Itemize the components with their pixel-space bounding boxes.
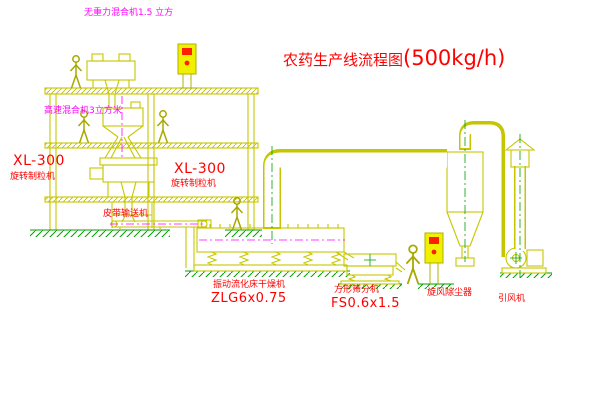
stack-rain-cap	[504, 138, 536, 168]
label-fan: 引风机	[498, 294, 526, 304]
label-granulator-mid-model: XL-300	[174, 161, 226, 177]
cyclone-outlet-pipe	[459, 121, 505, 257]
highspeed-mixer	[102, 101, 144, 159]
label-sieve-model: FS0.6x1.5	[331, 296, 401, 311]
sieve-center-mark	[364, 254, 376, 266]
label-cyclone: 旋风除尘器	[427, 288, 473, 298]
gravity-mixer	[86, 53, 136, 108]
belt-conveyor	[110, 220, 208, 268]
centerlines	[271, 120, 521, 278]
control-panel-lower	[424, 232, 444, 284]
title-text: 农药生产线流程图	[283, 51, 404, 69]
label-gravity-mixer: 无重力混合机1.5 立方	[84, 8, 174, 18]
label-dryer-model: ZLG6x0.75	[211, 291, 287, 306]
label-dryer-name: 振动流化床干燥机	[213, 280, 286, 290]
title-capacity: (500kg/h)	[403, 46, 506, 70]
label-belt-conveyor: 皮带输送机	[103, 209, 149, 219]
building-structure	[44, 87, 259, 231]
square-sieve	[340, 253, 406, 285]
label-sieve-name: 方形筛分机	[334, 285, 380, 295]
fan-motor	[501, 249, 547, 274]
label-granulator-mid-name: 旋转制粒机	[171, 179, 217, 189]
exhaust-duct	[263, 149, 447, 229]
label-highspeed-mixer: 高速混合机3立方米	[44, 106, 122, 116]
control-panel-upper	[177, 43, 197, 89]
diagram-title: 农药生产线流程图(500kg/h)	[283, 48, 505, 69]
label-granulator-left-model: XL-300	[13, 153, 65, 169]
label-granulator-left-name: 旋转制粒机	[10, 172, 56, 182]
rotary-granulator	[89, 157, 158, 223]
